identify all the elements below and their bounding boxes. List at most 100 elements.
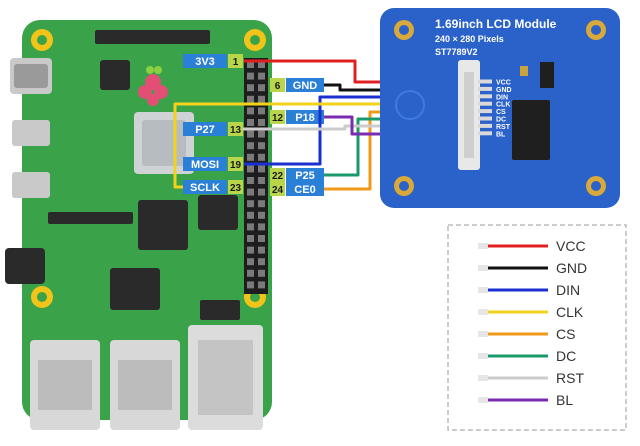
gpio-pin bbox=[258, 95, 265, 103]
lcd-driver: ST7789V2 bbox=[435, 47, 478, 57]
gpio-pin bbox=[247, 61, 254, 68]
display-connector bbox=[48, 212, 133, 224]
gpio-pin bbox=[247, 165, 254, 173]
gpio-header bbox=[244, 58, 268, 294]
micro-hdmi-port-2 bbox=[12, 172, 50, 198]
gpio-pin bbox=[258, 165, 265, 173]
camera-connector bbox=[95, 30, 210, 44]
header-pin-labels: 3V3 1 6 GND P27 13 12 P18 MOSI 19 22 P25… bbox=[183, 54, 324, 196]
legend-plug bbox=[478, 243, 488, 249]
legend-label: DC bbox=[556, 348, 576, 364]
gpio-pin bbox=[247, 211, 254, 219]
lcd-pin bbox=[478, 94, 492, 99]
label-3v3: 3V3 1 bbox=[183, 54, 243, 68]
ram-chip bbox=[138, 200, 188, 250]
lcd-pin bbox=[478, 101, 492, 106]
raspberry-logo bbox=[138, 66, 168, 106]
lcd-pin bbox=[478, 86, 492, 91]
lcd-pin bbox=[478, 116, 492, 121]
gpio-pin bbox=[247, 84, 254, 92]
gpio-pin bbox=[247, 130, 254, 138]
legend-label: RST bbox=[556, 370, 584, 386]
gpio-pin bbox=[258, 107, 265, 115]
svg-text:P25: P25 bbox=[295, 170, 315, 182]
lcd-pin-label: BL bbox=[496, 131, 506, 138]
gpio-pin bbox=[247, 235, 254, 242]
label-p18: 12 P18 bbox=[270, 110, 324, 124]
lcd-title: 1.69inch LCD Module bbox=[435, 17, 557, 31]
gpio-pin bbox=[247, 72, 254, 80]
legend-label: CLK bbox=[556, 304, 584, 320]
lcd-pin-label: VCC bbox=[496, 80, 511, 87]
legend-plug bbox=[478, 331, 488, 337]
gpio-pin bbox=[247, 258, 254, 266]
gpio-pin bbox=[258, 153, 265, 161]
gpio-pin bbox=[258, 72, 265, 80]
svg-text:3V3: 3V3 bbox=[195, 56, 215, 68]
gpio-pin bbox=[247, 269, 254, 277]
gpio-pin bbox=[258, 258, 265, 266]
gpio-pin bbox=[258, 61, 265, 68]
legend-plug bbox=[478, 309, 488, 315]
gpio-pin bbox=[258, 142, 265, 150]
gpio-pin bbox=[247, 142, 254, 150]
legend-label: GND bbox=[556, 260, 587, 276]
label-ce0: 24 CE0 bbox=[270, 182, 324, 196]
lcd-module: 1.69inch LCD Module 240 × 280 Pixels ST7… bbox=[380, 8, 620, 208]
gpio-pin bbox=[247, 119, 254, 126]
legend-label: CS bbox=[556, 326, 575, 342]
svg-text:23: 23 bbox=[230, 183, 242, 194]
gpio-pin bbox=[258, 84, 265, 92]
lcd-pin-label: DIN bbox=[496, 94, 508, 101]
wire-legend: VCC GND DIN CLK CS DC RST BL bbox=[447, 224, 627, 431]
legend-label: VCC bbox=[556, 238, 586, 254]
gpio-pin bbox=[258, 130, 265, 138]
wire-clk bbox=[173, 102, 462, 189]
gpio-pin bbox=[247, 246, 254, 254]
raspberry-pi-board bbox=[5, 20, 272, 430]
label-p25: 22 P25 bbox=[270, 168, 324, 182]
legend-label: BL bbox=[556, 392, 573, 408]
lcd-logo-icon bbox=[395, 90, 425, 120]
legend-plug bbox=[478, 265, 488, 271]
svg-text:24: 24 bbox=[272, 185, 284, 196]
lcd-resolution: 240 × 280 Pixels bbox=[435, 34, 504, 44]
audio-jack bbox=[5, 248, 45, 284]
gpio-pin bbox=[258, 177, 265, 184]
legend-plug bbox=[478, 287, 488, 293]
gpio-pin bbox=[247, 107, 254, 115]
svg-text:19: 19 bbox=[230, 160, 242, 171]
lcd-driver-chip bbox=[512, 100, 550, 160]
legend-plug bbox=[478, 375, 488, 381]
svg-text:MOSI: MOSI bbox=[191, 159, 219, 171]
lcd-pin bbox=[478, 123, 492, 128]
gpio-pin bbox=[258, 235, 265, 242]
gpio-pin bbox=[258, 211, 265, 219]
lcd-pin bbox=[478, 79, 492, 84]
svg-text:12: 12 bbox=[272, 113, 284, 124]
legend-label: DIN bbox=[556, 282, 580, 298]
gpio-pin bbox=[247, 153, 254, 161]
svg-text:1: 1 bbox=[233, 57, 239, 68]
wires bbox=[173, 59, 462, 191]
svg-text:CE0: CE0 bbox=[294, 184, 315, 196]
svg-text:P27: P27 bbox=[195, 124, 215, 136]
svg-text:P18: P18 bbox=[295, 112, 315, 124]
svg-text:22: 22 bbox=[272, 171, 284, 182]
gpio-pin bbox=[247, 223, 254, 231]
gpio-pin bbox=[258, 246, 265, 254]
label-p27: P27 13 bbox=[183, 122, 243, 136]
lcd-pin bbox=[478, 109, 492, 114]
svg-text:13: 13 bbox=[230, 125, 242, 136]
lcd-pin-label: CLK bbox=[496, 102, 510, 109]
gpio-pin bbox=[247, 177, 254, 184]
gpio-pin bbox=[258, 269, 265, 277]
label-sclk: SCLK 23 bbox=[183, 180, 243, 194]
gpio-pin bbox=[247, 281, 254, 289]
svg-text:SCLK: SCLK bbox=[190, 182, 220, 194]
lcd-pin bbox=[478, 131, 492, 136]
label-gnd: 6 GND bbox=[270, 78, 324, 92]
